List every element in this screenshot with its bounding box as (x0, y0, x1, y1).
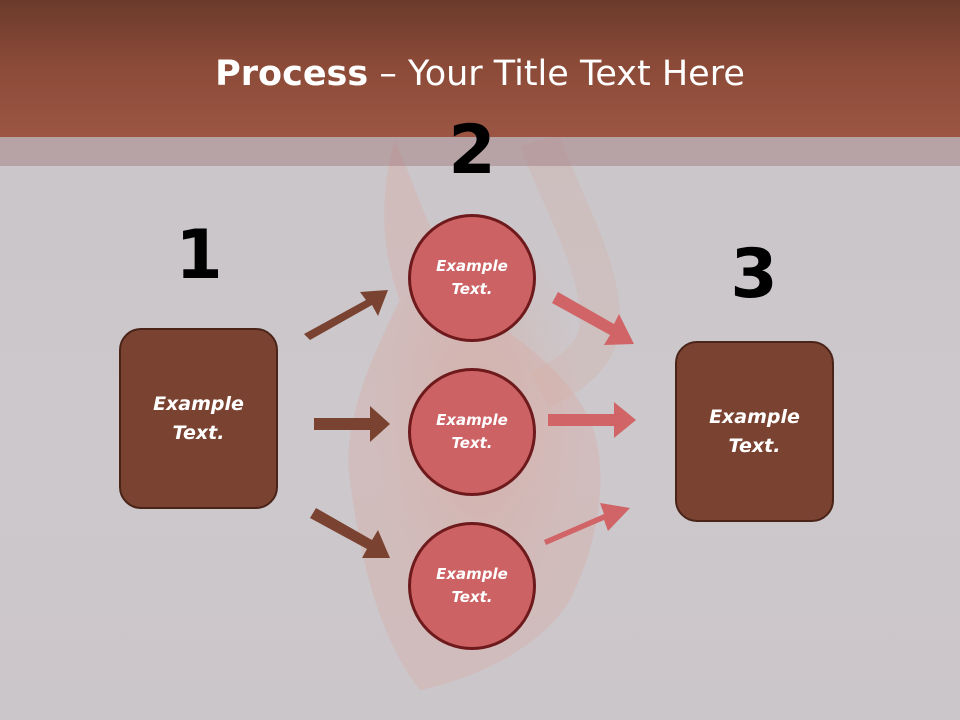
step-1-box[interactable]: Example Text. (119, 328, 278, 509)
step-1-text: Example Text. (153, 392, 244, 444)
step-2-circle-1[interactable]: Example Text. (408, 214, 536, 342)
title-bold: Process (215, 54, 369, 94)
circle-2-text: Example Text. (436, 411, 508, 452)
title-rest: – Your Title Text Here (368, 54, 745, 94)
circle-3-text: Example Text. (436, 565, 508, 606)
step-number-1: 1 (175, 216, 223, 295)
step-number-3: 3 (730, 235, 778, 314)
arrow-down-right-icon (552, 292, 634, 345)
step-3-box[interactable]: Example Text. (675, 341, 834, 522)
step-number-2: 2 (448, 111, 496, 190)
arrow-right-icon (314, 406, 390, 442)
arrow-up-right-icon (304, 290, 388, 340)
header-band (0, 137, 960, 166)
slide-title: Process – Your Title Text Here (0, 52, 960, 96)
arrow-down-right-icon (310, 508, 390, 558)
step-3-text: Example Text. (709, 405, 800, 457)
circle-1-text: Example Text. (436, 257, 508, 298)
title-header (0, 0, 960, 137)
step-2-circle-2[interactable]: Example Text. (408, 368, 536, 496)
arrow-right-icon (548, 402, 636, 438)
arrow-up-right-icon (544, 503, 630, 545)
step-2-circle-3[interactable]: Example Text. (408, 522, 536, 650)
